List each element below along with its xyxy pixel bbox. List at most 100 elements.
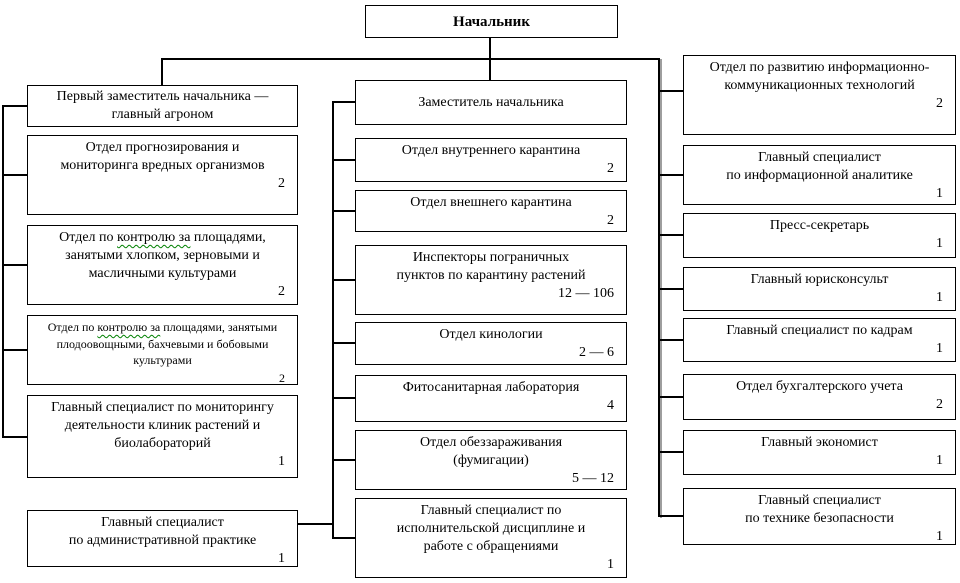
org-box-label: Главный специалист по мониторингу деятел… xyxy=(51,400,274,451)
staff-count: 1 xyxy=(936,529,943,544)
org-box-label: Фитосанитарная лаборатория xyxy=(402,380,580,395)
org-box-fruit-vegetable-control: Отдел по контролю за площадями, занятыми… xyxy=(27,315,298,385)
staff-count: 12 — 106 xyxy=(558,286,614,301)
org-box-label: Отдел по контролю за площадями, занятыми… xyxy=(28,316,297,369)
org-box-info-analytics-specialist: Главный специалист по информационной ана… xyxy=(683,145,956,205)
org-box-discipline-specialist: Главный специалист по исполнительской ди… xyxy=(355,498,627,578)
staff-count: 1 xyxy=(936,186,943,201)
org-box-internal-quarantine: Отдел внутреннего карантина 2 xyxy=(355,138,627,182)
staff-count: 1 xyxy=(936,453,943,468)
staff-count: 2 — 6 xyxy=(579,345,614,360)
org-box-chief: Начальник xyxy=(365,5,618,38)
org-box-label-part: площадями, занятыми хлопком, зерновыми и… xyxy=(65,230,266,281)
org-box-label: Отдел обеззараживания (фумигации) xyxy=(419,435,563,468)
connector-middle-spine xyxy=(332,101,334,539)
org-box-accounting: Отдел бухгалтерского учета 2 xyxy=(683,374,956,420)
org-box-label: Главный специалист по технике безопаснос… xyxy=(745,493,894,526)
org-box-label: Главный специалист по кадрам xyxy=(726,323,913,338)
staff-count: 2 xyxy=(607,213,614,228)
org-box-label-part: Отдел по xyxy=(47,320,98,334)
staff-count: 5 — 12 xyxy=(572,471,614,486)
org-box-label: Отдел внешнего карантина xyxy=(410,195,572,210)
connector-admin-stub xyxy=(297,523,334,525)
connector-right-stub-8 xyxy=(658,515,683,517)
org-box-safety-specialist: Главный специалист по технике безопаснос… xyxy=(683,488,956,545)
connector-right-stub-4 xyxy=(658,288,683,290)
org-box-label: Заместитель начальника xyxy=(418,94,564,110)
org-box-cotton-grain-control: Отдел по контролю за площадями, занятыми… xyxy=(27,225,298,305)
org-box-label: Отдел кинологии xyxy=(439,327,543,342)
staff-count: 1 xyxy=(278,551,285,566)
connector-left-stub-4 xyxy=(2,349,27,351)
org-box-external-quarantine: Отдел внешнего карантина 2 xyxy=(355,190,627,232)
org-box-label: Отдел по контролю за площадями, занятыми… xyxy=(28,226,297,283)
org-box-label: Главный специалист по исполнительской ди… xyxy=(396,503,586,554)
org-box-label: Инспекторы пограничных пунктов по карант… xyxy=(396,250,586,283)
org-box-label: Главный юрисконсульт xyxy=(750,272,889,287)
connector-chief-drop xyxy=(489,38,491,82)
org-box-label: Отдел бухгалтерского учета xyxy=(736,379,903,394)
org-box-chief-economist: Главный экономист 1 xyxy=(683,430,956,475)
connector-branch-horizontal xyxy=(161,58,660,60)
connector-right-stub-5 xyxy=(658,339,683,341)
org-box-first-deputy: Первый заместитель начальника — главный … xyxy=(27,85,298,127)
connector-left-spine xyxy=(2,105,4,438)
staff-count: 2 xyxy=(607,161,614,176)
org-box-deputy: Заместитель начальника xyxy=(355,80,627,125)
staff-count: 2 xyxy=(278,176,285,191)
connector-right-stub-2 xyxy=(658,174,683,176)
staff-count: 2 xyxy=(936,96,943,111)
connector-right-spine xyxy=(658,58,660,517)
org-box-label: Главный специалист по административной п… xyxy=(68,515,257,548)
connector-middle-stub-3 xyxy=(332,279,355,281)
staff-count: 1 xyxy=(936,290,943,305)
org-box-ict-development: Отдел по развитию информационно- коммуни… xyxy=(683,55,956,135)
org-box-forecasting-monitoring: Отдел прогнозирования и мониторинга вред… xyxy=(27,135,298,215)
org-box-label: Пресс-секретарь xyxy=(769,218,870,233)
connector-left-stub-2 xyxy=(2,174,27,176)
connector-right-stub-6 xyxy=(658,396,683,398)
connector-middle-stub-1 xyxy=(332,159,355,161)
staff-count: 2 xyxy=(279,370,285,385)
connector-right-stub-1 xyxy=(658,90,683,92)
staff-count: 4 xyxy=(607,398,614,413)
staff-count: 2 xyxy=(278,284,285,299)
org-box-border-inspectors: Инспекторы пограничных пунктов по карант… xyxy=(355,245,627,315)
connector-left-stub-3 xyxy=(2,264,27,266)
connector-left-stub-1 xyxy=(2,105,27,107)
org-box-cynology: Отдел кинологии 2 — 6 xyxy=(355,322,627,365)
connector-middle-stub-4 xyxy=(332,342,355,344)
connector-middle-stub-7 xyxy=(332,537,355,539)
org-box-disinfection: Отдел обеззараживания (фумигации) 5 — 12 xyxy=(355,430,627,490)
staff-count: 1 xyxy=(607,557,614,572)
connector-middle-stub-2 xyxy=(332,210,355,212)
org-box-label: Отдел по развитию информационно- коммуни… xyxy=(709,60,930,93)
connector-right-stub-3 xyxy=(658,234,683,236)
staff-count: 2 xyxy=(936,397,943,412)
org-box-label-part: Отдел по xyxy=(59,230,118,245)
org-box-plant-clinics-specialist: Главный специалист по мониторингу деятел… xyxy=(27,395,298,478)
org-box-admin-practice-specialist: Главный специалист по административной п… xyxy=(27,510,298,567)
org-box-label: Первый заместитель начальника — главный … xyxy=(56,89,269,122)
org-box-label: Начальник xyxy=(453,13,530,30)
connector-middle-stub-5 xyxy=(332,397,355,399)
staff-count: 1 xyxy=(278,454,285,469)
staff-count: 1 xyxy=(936,236,943,251)
org-box-label: Отдел внутреннего карантина xyxy=(401,143,581,158)
misspelled-text: контролю за xyxy=(117,230,191,245)
org-box-label: Главный экономист xyxy=(761,435,878,450)
org-box-press-secretary: Пресс-секретарь 1 xyxy=(683,213,956,258)
connector-middle-stub-head xyxy=(332,101,355,103)
org-box-hr-specialist: Главный специалист по кадрам 1 xyxy=(683,318,956,362)
org-box-label-part: площадями, занятыми плодоовощными, бахче… xyxy=(56,320,278,367)
org-box-legal-counsel: Главный юрисконсульт 1 xyxy=(683,267,956,311)
connector-right-stub-7 xyxy=(658,451,683,453)
org-box-phytosanitary-lab: Фитосанитарная лаборатория 4 xyxy=(355,375,627,422)
connector-left-drop xyxy=(161,58,163,85)
misspelled-text: контролю за xyxy=(97,320,161,334)
connector-left-stub-5 xyxy=(2,436,27,438)
org-box-label: Главный специалист по информационной ана… xyxy=(726,150,913,183)
staff-count: 1 xyxy=(936,341,943,356)
org-box-label: Отдел прогнозирования и мониторинга вред… xyxy=(60,140,265,173)
